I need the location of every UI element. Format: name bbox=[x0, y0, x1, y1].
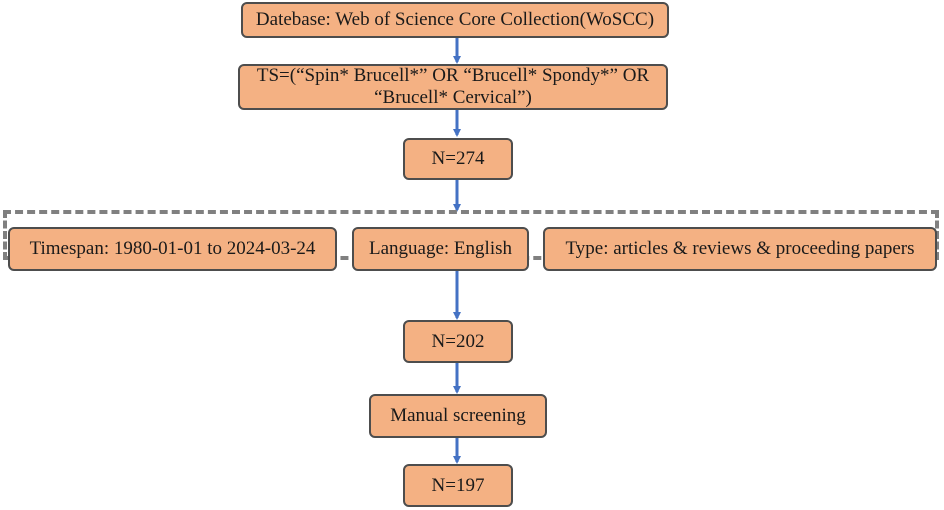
count-filtered-label: N=202 bbox=[431, 330, 485, 352]
database-box: Datebase: Web of Science Core Collection… bbox=[241, 2, 669, 38]
count-final-box: N=197 bbox=[403, 464, 513, 507]
language-filter-box: Language: English bbox=[352, 227, 529, 271]
timespan-filter-label: Timespan: 1980-01-01 to 2024-03-24 bbox=[29, 238, 316, 259]
count-final-label: N=197 bbox=[431, 474, 485, 496]
language-filter-label: Language: English bbox=[369, 238, 512, 259]
search-query-line1: TS=(“Spin* Brucell*” OR “Brucell* Spondy… bbox=[256, 65, 650, 86]
manual-screening-label: Manual screening bbox=[390, 405, 526, 426]
count-initial-label: N=274 bbox=[431, 148, 485, 169]
count-initial-box: N=274 bbox=[403, 138, 513, 180]
count-filtered-box: N=202 bbox=[403, 320, 513, 363]
type-filter-box: Type: articles & reviews & proceeding pa… bbox=[543, 227, 937, 271]
type-filter-label: Type: articles & reviews & proceeding pa… bbox=[565, 238, 915, 259]
search-query-line2: “Brucell* Cervical”) bbox=[374, 87, 532, 108]
manual-screening-box: Manual screening bbox=[369, 394, 547, 438]
database-label: Datebase: Web of Science Core Collection… bbox=[255, 9, 655, 30]
search-query-box: TS=(“Spin* Brucell*” OR “Brucell* Spondy… bbox=[238, 64, 668, 110]
timespan-filter-box: Timespan: 1980-01-01 to 2024-03-24 bbox=[8, 227, 337, 271]
